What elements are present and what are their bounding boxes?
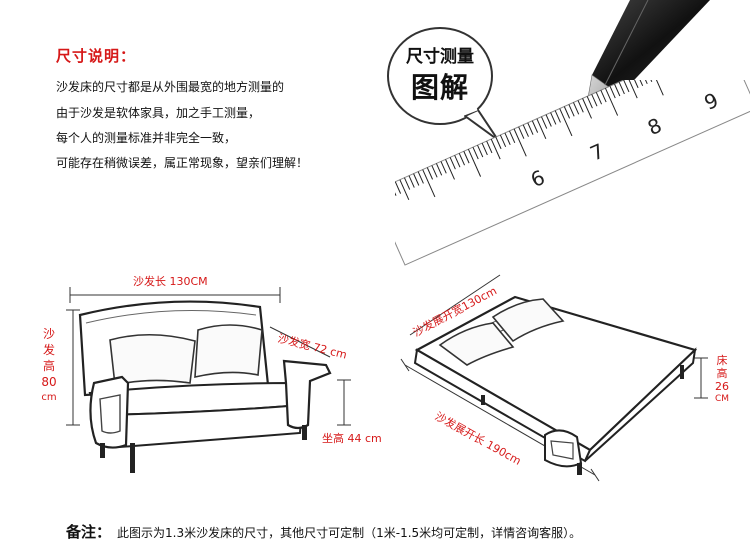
ruler-tick bbox=[545, 114, 552, 127]
ruler-tick bbox=[413, 173, 420, 186]
ruler-tick bbox=[604, 87, 619, 116]
ruler-tick bbox=[518, 126, 525, 139]
speech-bubble bbox=[387, 27, 499, 141]
ruler-tick bbox=[609, 85, 616, 99]
ruler-tick bbox=[509, 130, 516, 143]
sofa-width-line bbox=[269, 326, 331, 358]
ruler-tick bbox=[600, 90, 607, 103]
ruler-tick bbox=[440, 161, 447, 174]
intro-line-4: 可能存在稍微误差，属正常现象，望亲们理解！ bbox=[56, 156, 309, 170]
ruler-tick bbox=[395, 183, 397, 196]
bed-height-char-1: 床 bbox=[716, 354, 728, 367]
sofa-height-char-5: cm bbox=[41, 392, 57, 403]
bed-height-char-3: 26 bbox=[715, 380, 729, 393]
ruler-tick bbox=[467, 149, 482, 177]
ruler-tick bbox=[486, 140, 493, 154]
sofa-height-char-3: 高 bbox=[42, 359, 55, 373]
ruler-tick bbox=[591, 94, 598, 107]
sofa-height-label: 沙 发 高 80 cm bbox=[38, 326, 60, 406]
sofa-bed-drawing bbox=[400, 274, 708, 482]
seat-height-label: 坐高 44 cm bbox=[322, 432, 382, 445]
footer-label: 备注： bbox=[66, 523, 112, 541]
footer-text: 此图示为1.3米沙发床的尺寸，其他尺寸可定制（1米-1.5米均可定制，详情咨询客… bbox=[117, 526, 582, 540]
ruler-tick bbox=[417, 171, 424, 184]
bubble-line-1: 尺寸测量 bbox=[406, 47, 474, 67]
ruler-tick bbox=[550, 112, 557, 125]
intro-line-3: 每个人的测量标准并非完全一致， bbox=[56, 131, 237, 145]
ruler-tick bbox=[554, 110, 561, 123]
ruler-tick bbox=[458, 153, 465, 166]
bed-height-label: 床 高 26 CM bbox=[712, 354, 732, 406]
ruler-tick bbox=[636, 80, 644, 87]
footer-note: 备注： 此图示为1.3米沙发床的尺寸，其他尺寸可定制（1米-1.5米均可定制，详情… bbox=[66, 521, 581, 542]
bed-height-char-4: CM bbox=[714, 394, 730, 404]
ruler-tick bbox=[445, 159, 455, 180]
sofa-height-char-1: 沙 bbox=[42, 327, 55, 341]
ruler-tick bbox=[499, 134, 507, 148]
ruler-tick bbox=[395, 181, 402, 194]
ruler-tick bbox=[504, 132, 511, 146]
intro-title: 尺寸说明： bbox=[56, 47, 137, 65]
bubble-line-2: 图解 bbox=[410, 71, 469, 104]
intro-line-2: 由于沙发是软体家具，加之手工测量， bbox=[56, 106, 261, 120]
ruler-tick bbox=[403, 177, 411, 190]
ruler-tick bbox=[426, 167, 434, 180]
ruler-tick bbox=[454, 155, 461, 168]
ruler-tick bbox=[477, 144, 484, 158]
bed-height-char-2: 高 bbox=[716, 367, 728, 380]
ruler-tick bbox=[449, 157, 456, 170]
ruler-illustration: 6 7 8 9 bbox=[395, 80, 750, 266]
ruler-tick bbox=[650, 80, 664, 96]
sofa-height-char-2: 发 bbox=[42, 343, 55, 357]
ruler-tick bbox=[472, 146, 479, 160]
ruler-tick bbox=[623, 80, 630, 93]
ruler-tick bbox=[586, 96, 593, 109]
ruler-tick bbox=[632, 80, 639, 89]
intro-line-1: 沙发床的尺寸都是从外围最宽的地方测量的 bbox=[56, 80, 285, 94]
ruler-tick bbox=[531, 120, 539, 133]
ruler-tick bbox=[582, 98, 592, 119]
ruler-tick bbox=[422, 169, 436, 198]
ruler-tick bbox=[435, 163, 443, 176]
sofa-length-label: 沙发长 130CM bbox=[133, 275, 208, 288]
ruler-tick bbox=[641, 80, 648, 85]
ruler-tick bbox=[577, 100, 584, 113]
ruler-tick bbox=[568, 104, 575, 117]
ruler-tick bbox=[541, 116, 548, 129]
ruler-tick bbox=[399, 179, 410, 201]
ruler-tick bbox=[614, 83, 621, 97]
ruler-tick bbox=[627, 80, 638, 99]
ruler-tick bbox=[527, 122, 534, 135]
ruler-tick bbox=[490, 138, 501, 160]
ruler-tick bbox=[536, 118, 547, 140]
ruler-tick bbox=[563, 106, 571, 119]
ruler-tick bbox=[572, 102, 580, 115]
ruler-tick bbox=[408, 175, 415, 188]
ruler-tick bbox=[618, 81, 625, 95]
ruler-tick bbox=[522, 124, 529, 137]
sofa-drawing bbox=[66, 287, 351, 473]
ruler-tick bbox=[513, 128, 527, 157]
ruler-tick bbox=[559, 108, 573, 137]
sofa-height-char-4: 80 bbox=[41, 375, 57, 389]
ruler-tick bbox=[463, 151, 470, 164]
ruler-tick bbox=[431, 165, 438, 178]
ruler-tick bbox=[595, 92, 603, 105]
ruler-tick bbox=[481, 142, 488, 156]
ruler-tick bbox=[495, 136, 502, 150]
